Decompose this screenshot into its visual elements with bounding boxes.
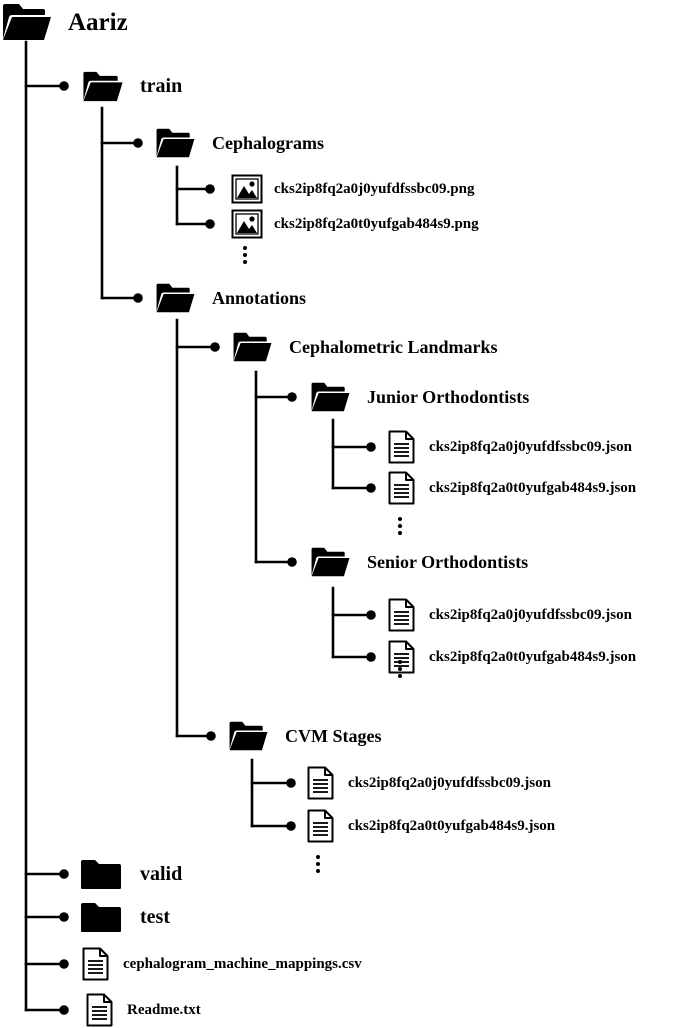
tree-node-senior-file-1[interactable]: cks2ip8fq2a0j0yufdfssbc09.json [388,598,632,632]
connector-dot [59,81,69,91]
folder-open-icon [310,382,351,412]
connector-dot [59,912,69,922]
tree-node-label: cks2ip8fq2a0t0yufgab484s9.json [429,648,637,665]
document-icon [388,598,415,632]
tree-node-label: CVM Stages [285,726,382,746]
more-items-ellipsis [316,855,320,876]
connector-dot [59,1005,69,1015]
tree-node-label: Senior Orthodontists [367,552,529,572]
connector-dot [205,219,215,229]
connector-dot [366,610,376,620]
tree-node-landmarks[interactable]: Cephalometric Landmarks [232,332,498,362]
folder-open-icon [82,71,124,102]
tree-node-ceph-file-2[interactable]: cks2ip8fq2a0t0yufgab484s9.png [231,209,479,239]
document-icon [388,640,415,674]
tree-node-ceph-file-1[interactable]: cks2ip8fq2a0j0yufdfssbc09.png [231,174,474,204]
folder-closed-icon [80,859,122,890]
tree-node-readme[interactable]: Readme.txt [86,993,201,1027]
connector-dot [206,731,216,741]
tree-node-label: train [140,75,183,97]
connector-dot [286,821,296,831]
tree-node-label: cks2ip8fq2a0j0yufdfssbc09.json [429,438,632,455]
connector-dot [133,138,143,148]
folder-open-icon [228,721,269,751]
tree-node-label: Cephalometric Landmarks [289,337,498,357]
folder-open-icon [232,332,273,362]
tree-node-label: cks2ip8fq2a0t0yufgab484s9.json [429,479,637,496]
tree-node-label: Junior Orthodontists [367,387,530,407]
tree-node-label: cks2ip8fq2a0j0yufdfssbc09.png [274,180,475,197]
folder-open-icon [155,128,196,158]
tree-node-annotations[interactable]: Annotations [155,283,306,313]
connector-dot [287,392,297,402]
image-file-icon [231,209,263,239]
tree-node-label: test [140,906,170,928]
tree-node-label: Annotations [212,288,307,308]
tree-node-label: Aariz [68,8,128,36]
tree-node-cvm-file-1[interactable]: cks2ip8fq2a0j0yufdfssbc09.json [307,766,551,800]
tree-node-label: Readme.txt [127,1001,201,1018]
tree-node-cephalograms[interactable]: Cephalograms [155,128,324,158]
connector-dot [366,483,376,493]
connector-dot [286,778,296,788]
image-file-icon [231,174,263,204]
tree-node-label: cks2ip8fq2a0j0yufdfssbc09.json [429,606,632,623]
connector-dot [366,442,376,452]
document-icon [307,766,334,800]
tree-node-root[interactable]: Aariz [2,3,128,41]
tree-node-label: cephalogram_machine_mappings.csv [123,955,362,972]
tree-node-junior[interactable]: Junior Orthodontists [310,382,529,412]
tree-node-label: Cephalograms [212,133,324,153]
tree-node-mappings-csv[interactable]: cephalogram_machine_mappings.csv [82,947,362,981]
tree-node-junior-file-1[interactable]: cks2ip8fq2a0j0yufdfssbc09.json [388,430,632,464]
more-items-ellipsis [243,246,247,267]
tree-node-label: cks2ip8fq2a0t0yufgab484s9.json [348,817,556,834]
document-icon [307,809,334,843]
connector-dot [366,652,376,662]
tree-node-label: valid [140,863,183,885]
document-icon [86,993,113,1027]
tree-node-senior[interactable]: Senior Orthodontists [310,547,528,577]
tree-node-valid[interactable]: valid [80,859,182,890]
tree-node-label: cks2ip8fq2a0t0yufgab484s9.png [274,215,479,232]
folder-open-icon [155,283,196,313]
document-icon [388,471,415,505]
more-items-ellipsis [398,517,402,538]
folder-open-icon [2,3,52,41]
folder-closed-icon [80,902,122,933]
tree-node-cvm[interactable]: CVM Stages [228,721,382,751]
connector-dot [133,293,143,303]
folder-open-icon [310,547,351,577]
tree-node-label: cks2ip8fq2a0j0yufdfssbc09.json [348,774,551,791]
document-icon [388,430,415,464]
tree-node-junior-file-2[interactable]: cks2ip8fq2a0t0yufgab484s9.json [388,471,636,505]
document-icon [82,947,109,981]
connector-dot [287,557,297,567]
tree-node-test[interactable]: test [80,902,170,933]
connector-dot [210,342,220,352]
more-items-ellipsis [398,660,402,681]
tree-node-train[interactable]: train [82,71,182,102]
tree-node-cvm-file-2[interactable]: cks2ip8fq2a0t0yufgab484s9.json [307,809,555,843]
connector-dot [59,959,69,969]
connector-dot [205,184,215,194]
connector-dot [59,869,69,879]
tree-node-senior-file-2[interactable]: cks2ip8fq2a0t0yufgab484s9.json [388,640,636,674]
